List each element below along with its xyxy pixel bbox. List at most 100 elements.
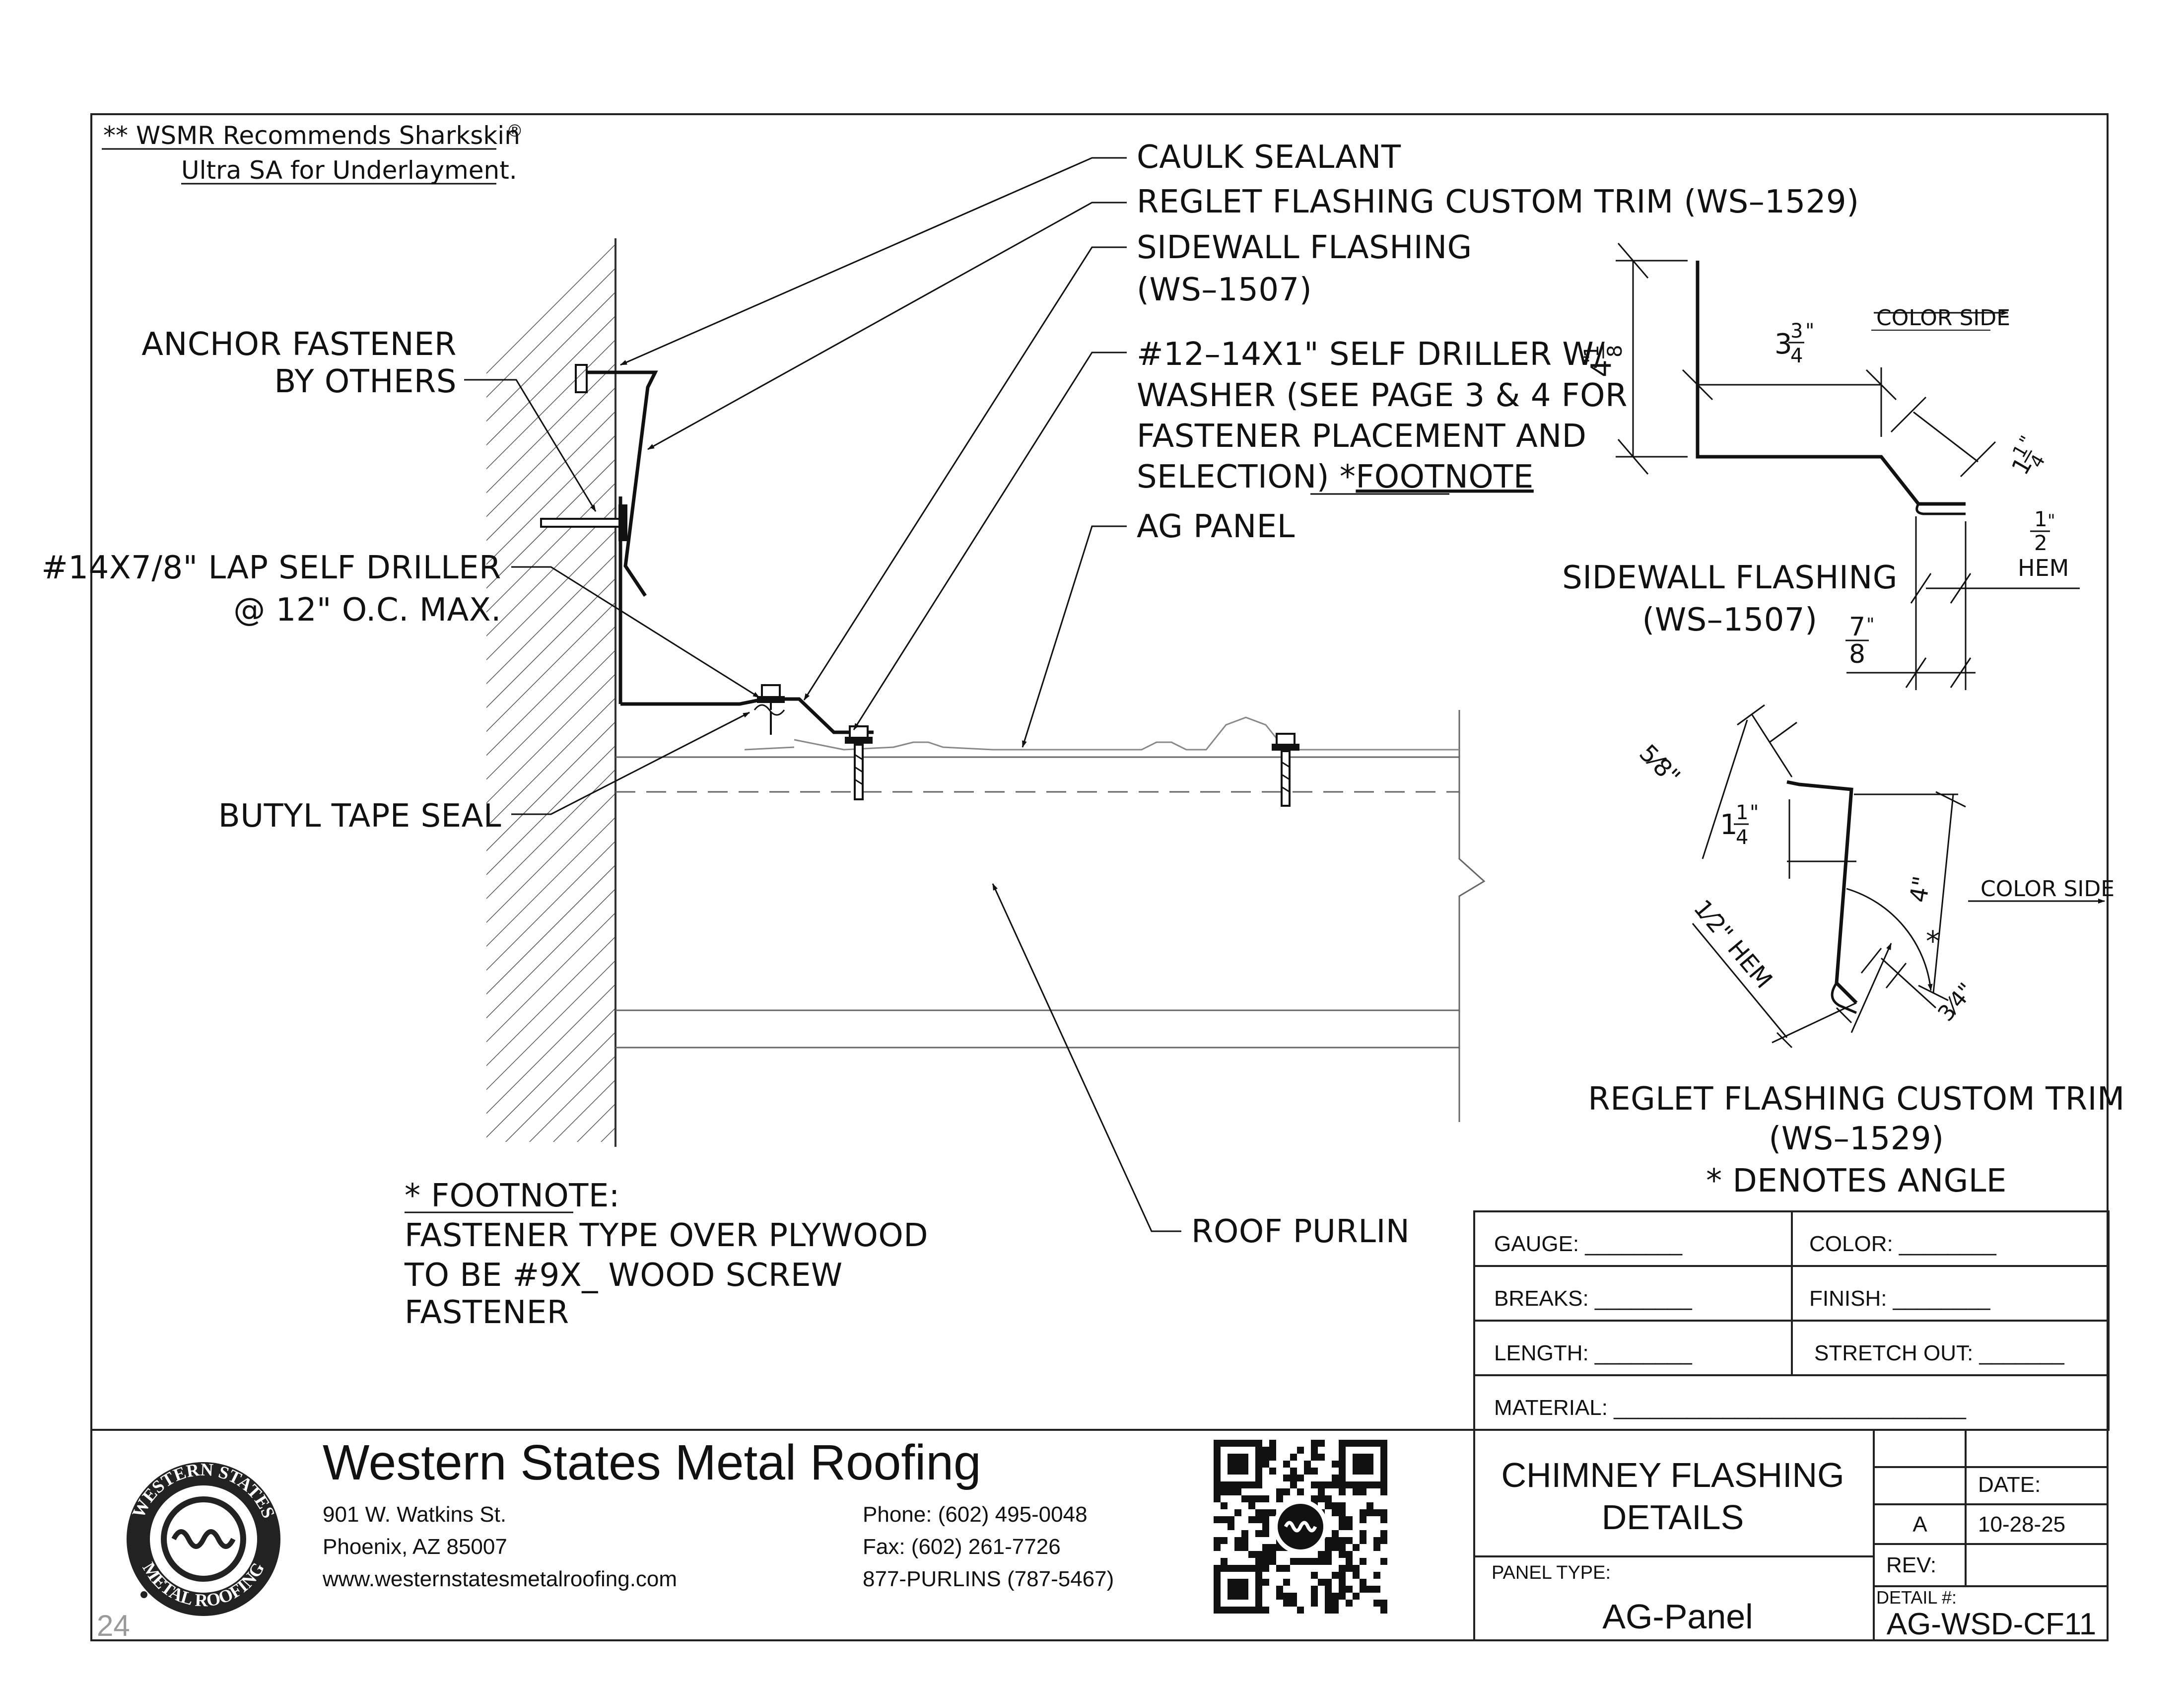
panel-screw-1 [845, 725, 873, 800]
date-label: DATE: [1978, 1473, 2041, 1497]
lap-screw [753, 684, 785, 735]
note-line-1: ** WSMR Recommends Sharkskin [103, 121, 520, 150]
svg-text:2: 2 [2034, 531, 2048, 555]
svg-text:1: 1 [1736, 801, 1748, 824]
company-phone: Phone: (602) 495-0048 [863, 1502, 1088, 1527]
dim-sidewall-slope: 1 1 4 " [2006, 432, 2049, 480]
sidewall-detail-code: (WS–1507) [1642, 602, 1817, 638]
svg-text:7: 7 [1849, 612, 1865, 642]
company-website: www.westernstatesmetalroofing.com [322, 1567, 677, 1591]
label-roof-purlin: ROOF PURLIN [1191, 1213, 1410, 1250]
svg-text:4: 4 [1736, 826, 1748, 849]
company-logo: WESTERN STATES METAL ROOFING [127, 1460, 280, 1616]
roof-deck [615, 710, 1486, 1122]
leader-lines [464, 157, 1181, 1232]
svg-text:": " [1580, 354, 1603, 363]
label-driller-2: WASHER (SEE PAGE 3 & 4 FOR [1137, 377, 1628, 414]
dim-sidewall-bottom: 7 " 8 [1845, 612, 1875, 669]
svg-text:8: 8 [1604, 345, 1627, 357]
dim-reglet-top: 5⁄8" [1634, 739, 1686, 791]
page-number: 24 [97, 1609, 130, 1642]
sidewall-detail-dims [1616, 243, 2080, 690]
drawing-title-line-2: DETAILS [1602, 1498, 1744, 1537]
reglet-flashing-section [575, 364, 658, 597]
svg-text:1: 1 [1580, 345, 1603, 357]
svg-text:1: 1 [2034, 507, 2048, 531]
spec-fields: GAUGE: ________ COLOR: ________ BREAKS: … [1494, 1232, 2064, 1420]
company-name: Western States Metal Roofing [323, 1435, 981, 1490]
dim-reglet-hem: 1⁄2" HEM [1688, 895, 1778, 994]
field-breaks: BREAKS: ________ [1494, 1286, 1692, 1311]
label-anchor-2: BY OTHERS [274, 363, 457, 400]
footnote-title: * FOOTNOTE: [405, 1178, 620, 1214]
label-reglet-flashing: REGLET FLASHING CUSTOM TRIM (WS–1529) [1137, 184, 1859, 220]
dim-sidewall-height: 4 1 8 " [1580, 344, 1627, 377]
qr-code-icon [1214, 1440, 1387, 1614]
label-sidewall-flashing: SIDEWALL FLASHING [1137, 229, 1472, 266]
field-finish: FINISH: ________ [1809, 1286, 1990, 1311]
company-tollfree: 877-PURLINS (787-5467) [863, 1567, 1114, 1591]
spec-table [1473, 1210, 2110, 1431]
sidewall-flashing-section [618, 496, 874, 734]
rev-label: REV: [1886, 1553, 1936, 1577]
title-block-text: CHIMNEY FLASHING DETAILS PANEL TYPE: AG-… [1492, 1456, 2096, 1641]
field-gauge: GAUGE: ________ [1494, 1232, 1683, 1256]
svg-text:": " [1866, 615, 1875, 635]
label-driller-3: FASTENER PLACEMENT AND [1137, 418, 1586, 455]
svg-text:4: 4 [1790, 345, 1803, 367]
label-driller-1: #12–14X1" SELF DRILLER W/ [1137, 336, 1605, 373]
panel-type-label: PANEL TYPE: [1492, 1562, 1611, 1583]
label-driller-4: SELECTION) *FOOTNOTE [1137, 459, 1534, 495]
reglet-detail-title: REGLET FLASHING CUSTOM TRIM [1588, 1081, 2125, 1118]
title-block-lines [90, 1429, 2109, 1641]
label-sidewall-code: (WS–1507) [1137, 272, 1312, 308]
field-material: MATERIAL: _____________________________ [1494, 1396, 1966, 1420]
svg-text:8: 8 [1849, 639, 1865, 669]
sidewall-detail-title: SIDEWALL FLASHING [1562, 560, 1898, 596]
ag-panel-profile [744, 716, 1459, 751]
panel-screw-2 [1272, 733, 1299, 807]
svg-text:HEM: HEM [2018, 555, 2069, 581]
sidewall-detail-profile [1696, 261, 1966, 515]
reglet-angle-asterisk: * [1926, 925, 1940, 958]
label-anchor-1: ANCHOR FASTENER [141, 326, 457, 363]
reglet-detail-text: COLOR SIDE 5⁄8" 1 1 4 " 4" * 1⁄2" HEM 3⁄… [1588, 739, 2125, 1199]
detail-number: AG-WSD-CF11 [1887, 1607, 2097, 1641]
dim-sidewall-width: 3 3 4 " [1774, 320, 1814, 367]
svg-text:": " [1805, 320, 1814, 343]
anchor-fastener [540, 504, 627, 541]
drawing-title-line-1: CHIMNEY FLASHING [1501, 1456, 1844, 1494]
sheet-border [90, 113, 2109, 1641]
registered-mark: ® [506, 121, 523, 141]
footnote-line-3: FASTENER [405, 1294, 569, 1331]
panel-type-value: AG-Panel [1602, 1597, 1753, 1636]
field-color: COLOR: ________ [1809, 1232, 1996, 1256]
label-butyl-tape: BUTYL TAPE SEAL [218, 798, 501, 835]
company-fax: Fax: (602) 261-7726 [863, 1535, 1061, 1559]
field-length: LENGTH: ________ [1494, 1341, 1692, 1365]
svg-text:": " [1750, 801, 1759, 824]
label-caulk-sealant: CAULK SEALANT [1137, 139, 1401, 176]
company-address-1: 901 W. Watkins St. [323, 1502, 506, 1527]
footnote-line-2: TO BE #9X_ WOOD SCREW [404, 1257, 843, 1294]
reglet-detail-profile [1786, 780, 1858, 1014]
footnote-line-1: FASTENER TYPE OVER PLYWOOD [405, 1217, 928, 1254]
date-value: 10-28-25 [1978, 1512, 2065, 1537]
company-info: Western States Metal Roofing 901 W. Watk… [322, 1435, 1114, 1591]
reglet-color-side: COLOR SIDE [1980, 876, 2115, 902]
svg-text:3: 3 [1790, 320, 1803, 343]
underlayment-note: ** WSMR Recommends Sharkskin ® Ultra SA … [102, 121, 523, 185]
dim-sidewall-hem: 1 " 2 HEM [2018, 507, 2069, 581]
note-line-2: Ultra SA for Underlayment. [181, 156, 517, 185]
field-stretch-out: STRETCH OUT: _______ [1814, 1341, 2064, 1365]
reglet-detail-code: (WS–1529) [1769, 1121, 1944, 1157]
label-ag-panel: AG PANEL [1137, 508, 1295, 545]
detail-label: DETAIL #: [1876, 1587, 1957, 1608]
footnote: * FOOTNOTE: FASTENER TYPE OVER PLYWOOD T… [404, 1178, 928, 1331]
dim-reglet-tall: 4" [1905, 874, 1936, 905]
reglet-angle-note: * DENOTES ANGLE [1706, 1163, 2007, 1199]
main-callouts: CAULK SEALANT REGLET FLASHING CUSTOM TRI… [41, 139, 1859, 1250]
rev-letter: A [1912, 1512, 1927, 1537]
label-lap-2: @ 12" O.C. MAX. [233, 592, 501, 629]
dim-reglet-left: 1 1 4 " [1720, 801, 1759, 849]
